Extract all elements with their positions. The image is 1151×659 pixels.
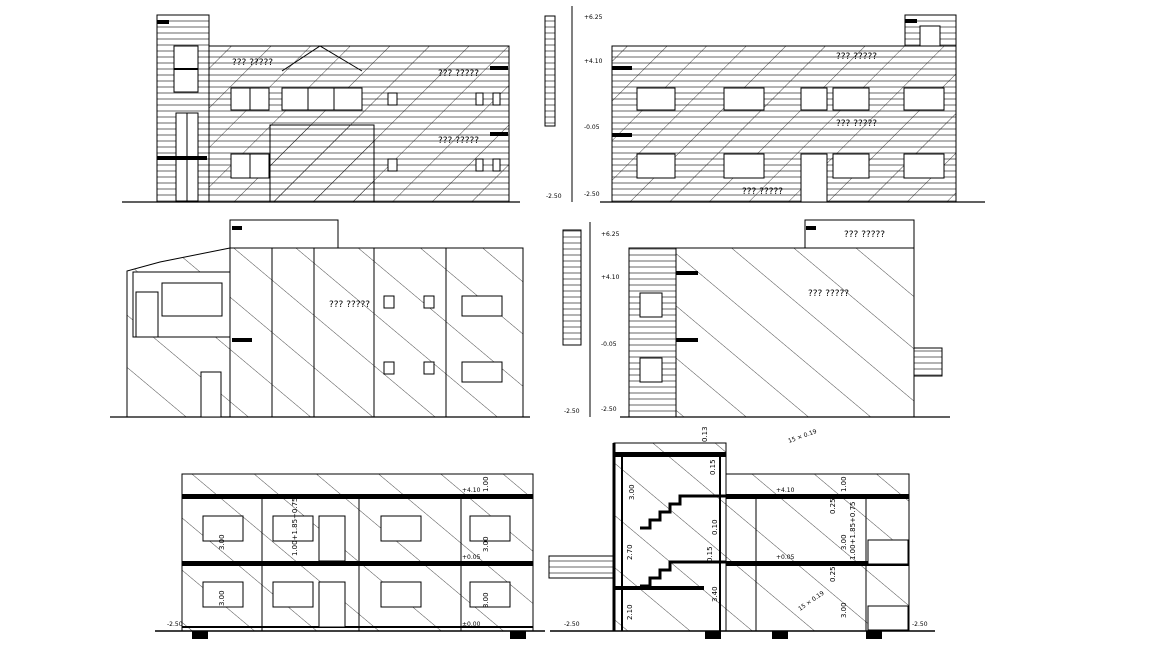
stair-note-1: 15 × 0.19	[787, 428, 818, 445]
tag-e1-3: ??? ?????	[438, 136, 479, 146]
tag-e3-1: ??? ?????	[329, 300, 370, 310]
level-roof-mid: +4.10	[601, 274, 620, 281]
section-a: 1.00 3.00 1.00+1.85+0.75 3.00 3.00 3.00 …	[155, 473, 545, 639]
dim-b-9: 1.00	[840, 476, 848, 492]
level-b-ground-right: -2.50	[912, 621, 928, 628]
dim-b-13: 0.25	[829, 566, 837, 582]
level-ruler-top: +6.25 +4.10 -0.05 -2.50 -2.50	[544, 6, 603, 202]
elevation-2: ??? ????? ??? ????? ??? ?????	[600, 14, 985, 203]
dim-a-4: 3.00	[218, 534, 226, 550]
dim-a-5: 3.00	[218, 590, 226, 606]
dim-b-10: 0.25	[829, 498, 837, 514]
dim-b-5: 0.15	[706, 546, 714, 562]
tag-e1-1: ??? ?????	[232, 58, 273, 68]
dim-a-3: 1.00+1.85+0.75	[291, 498, 299, 557]
level-ground-mid-a: -2.50	[564, 408, 580, 415]
dim-a-6: 3.00	[482, 592, 490, 608]
level-roof-top: +4.10	[584, 58, 603, 65]
level-first-top: -0.05	[584, 124, 600, 131]
tag-e2-2: ??? ?????	[836, 119, 877, 129]
level-ground-top-a: -2.50	[546, 193, 562, 200]
level-a-first: +0.05	[462, 554, 481, 561]
level-parapet-mid: +6.25	[601, 231, 620, 238]
level-parapet-top: +6.25	[584, 14, 603, 21]
tag-e2-1: ??? ?????	[836, 52, 877, 62]
dim-a-2: 3.00	[482, 536, 490, 552]
dim-b-7: 3.40	[711, 586, 719, 602]
dim-b-3: 3.00	[628, 484, 636, 500]
tag-e1-2: ??? ?????	[438, 69, 479, 79]
dim-b-8: 2.10	[626, 604, 634, 620]
level-ground-top-b: -2.50	[584, 191, 600, 198]
dim-b-4: 0.10	[711, 519, 719, 535]
elevation-1: ??? ????? ??? ????? ??? ?????	[122, 14, 520, 203]
level-b-first: +0.05	[776, 554, 795, 561]
tag-e2-3: ??? ?????	[742, 187, 783, 197]
level-ground-mid-b: -2.50	[601, 406, 617, 413]
tag-e4-1: ??? ?????	[844, 230, 885, 240]
dim-b-11: 3.00	[840, 534, 848, 550]
elevation-4: ??? ????? ??? ?????	[620, 219, 950, 418]
dim-b-12: 1.00+1.85+0.75	[849, 502, 857, 561]
dim-b-6: 2.70	[626, 544, 634, 560]
elevation-3: ??? ?????	[110, 219, 530, 418]
dim-b-2: 0.15	[709, 459, 717, 475]
tag-e4-2: ??? ?????	[808, 289, 849, 299]
level-a-roof: +4.10	[462, 487, 481, 494]
level-ruler-middle: +6.25 +4.10 -0.05 -2.50 -2.50	[562, 222, 620, 417]
level-a-ground: -2.50	[167, 621, 183, 628]
dim-a-1: 1.00	[482, 476, 490, 492]
section-b: 0.13 0.15 3.00 0.10 0.15 2.70 3.40 2.10 …	[548, 426, 935, 639]
dim-b-14: 3.00	[840, 602, 848, 618]
level-first-mid: -0.05	[601, 341, 617, 348]
dim-b-1: 0.13	[701, 426, 709, 442]
level-b-ground: -2.50	[564, 621, 580, 628]
level-b-roof: +4.10	[776, 487, 795, 494]
level-a-zero: ±0.00	[462, 621, 481, 628]
